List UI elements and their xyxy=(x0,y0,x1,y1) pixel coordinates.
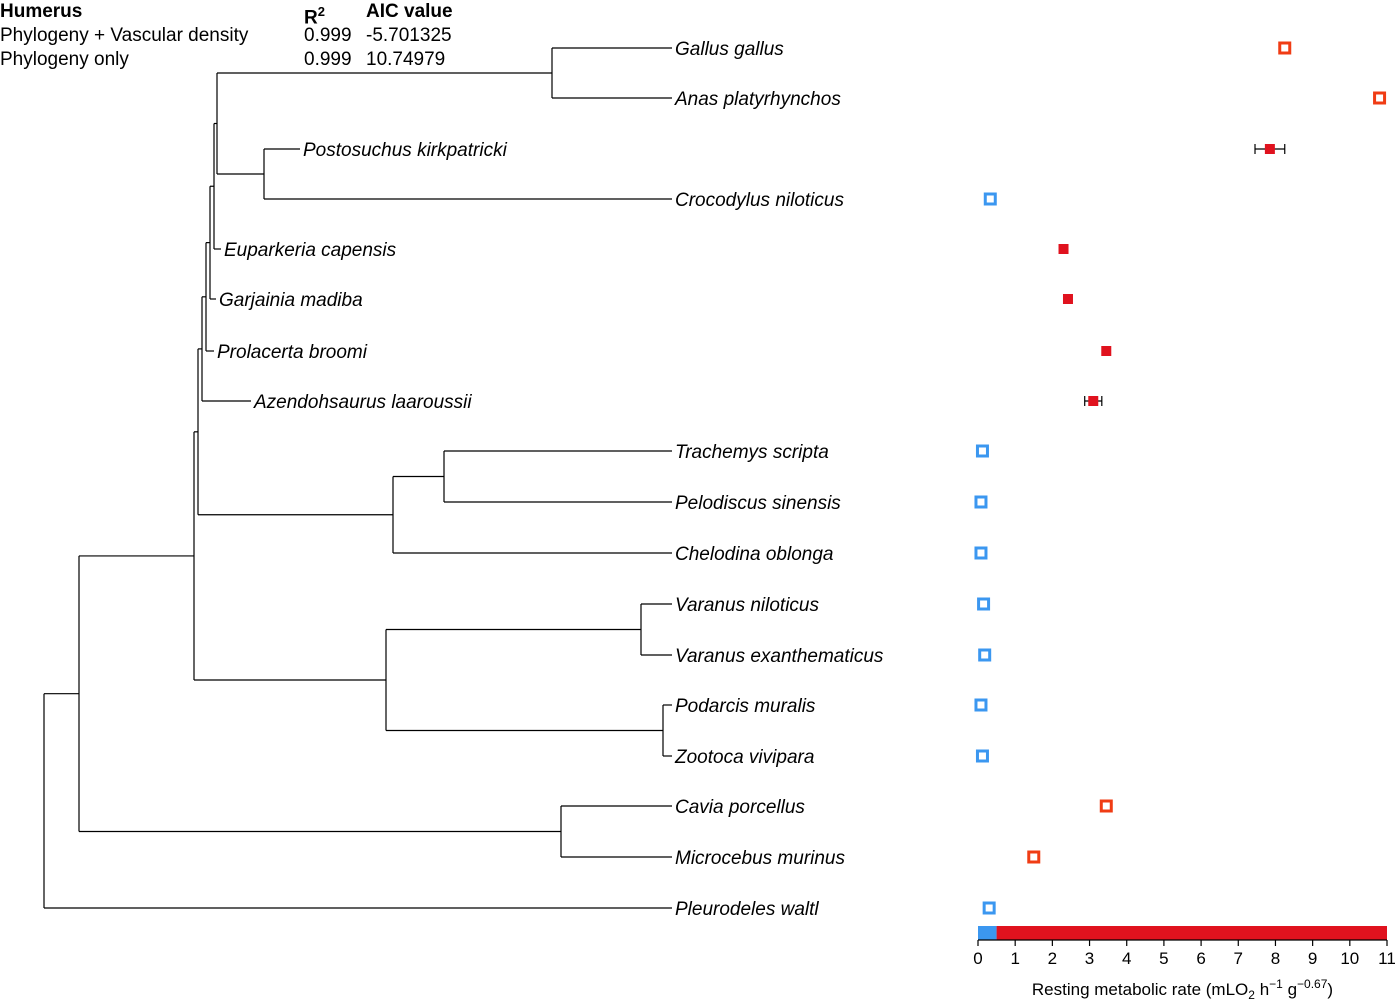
taxon-label: Trachemys scripta xyxy=(675,442,829,463)
taxon-label: Postosuchus kirkpatricki xyxy=(303,140,508,161)
x-tick-label: 11 xyxy=(1378,949,1396,968)
x-tick-label: 8 xyxy=(1271,949,1280,968)
data-point xyxy=(975,444,989,458)
stats-header-r2: R2 xyxy=(304,0,325,30)
stats-header-model: Humerus xyxy=(0,1,83,22)
x-tick-label: 7 xyxy=(1234,949,1243,968)
x-tick-label: 4 xyxy=(1122,949,1131,968)
x-tick-label: 10 xyxy=(1340,949,1359,968)
colorbar-low xyxy=(978,926,997,940)
stats-row-aic: 10.74979 xyxy=(366,49,446,70)
x-tick-label: 9 xyxy=(1308,949,1317,968)
data-point xyxy=(974,546,988,560)
taxon-label: Azendohsaurus laaroussii xyxy=(253,392,472,413)
x-tick-label: 3 xyxy=(1085,949,1094,968)
stats-header-r2-sup: 2 xyxy=(317,4,325,19)
x-axis-label-sub: 2 xyxy=(1248,988,1255,1002)
x-tick-label: 6 xyxy=(1196,949,1205,968)
stats-row-model: Phylogeny only xyxy=(0,49,129,70)
stats-header-r2-base: R xyxy=(304,7,318,29)
taxon-label: Microcebus murinus xyxy=(675,848,845,869)
taxon-label: Varanus niloticus xyxy=(675,595,819,616)
data-point xyxy=(1058,244,1069,254)
data-point xyxy=(977,597,991,611)
data-point xyxy=(974,495,988,509)
taxon-label: Chelodina oblonga xyxy=(675,544,833,565)
data-point xyxy=(974,698,988,712)
taxon-label: Varanus exanthematicus xyxy=(675,646,884,667)
stats-row-aic: -5.701325 xyxy=(366,25,452,46)
colorbar-high xyxy=(996,926,1387,940)
taxon-label: Cavia porcellus xyxy=(675,797,805,818)
stats-row-r2: 0.999 xyxy=(304,25,352,46)
data-point xyxy=(1099,799,1113,813)
taxon-label: Euparkeria capensis xyxy=(224,240,397,261)
data-point xyxy=(1373,91,1387,105)
data-point xyxy=(978,648,992,662)
x-tick-label: 0 xyxy=(973,949,982,968)
taxon-label: Anas platyrhynchos xyxy=(674,89,841,110)
taxon-label: Podarcis muralis xyxy=(675,696,816,717)
x-axis-label: Resting metabolic rate (mLO2 h−1 g−0.67) xyxy=(1032,977,1333,1002)
x-axis-label-part: ) xyxy=(1327,980,1333,999)
stats-row-model: Phylogeny + Vascular density xyxy=(0,25,249,46)
data-point xyxy=(1088,396,1099,406)
taxon-label: Prolacerta broomi xyxy=(217,342,368,363)
data-point xyxy=(1027,850,1041,864)
stats-row-r2: 0.999 xyxy=(304,49,352,70)
taxon-label: Garjainia madiba xyxy=(219,290,363,311)
x-axis-label-part: Resting metabolic rate (mLO xyxy=(1032,980,1248,999)
taxon-label: Crocodylus niloticus xyxy=(675,190,844,211)
x-tick-label: 5 xyxy=(1159,949,1168,968)
stats-header-aic: AIC value xyxy=(366,1,453,22)
data-point xyxy=(1264,144,1275,154)
taxon-label: Pelodiscus sinensis xyxy=(675,493,841,514)
data-point xyxy=(1062,294,1073,304)
taxon-label: Pleurodeles waltl xyxy=(675,899,819,920)
data-point xyxy=(982,901,996,915)
taxon-label: Gallus gallus xyxy=(675,39,784,60)
x-axis-label-sup: −0.67 xyxy=(1297,977,1328,991)
taxon-label: Zootoca vivipara xyxy=(674,747,814,768)
data-point xyxy=(983,192,997,206)
data-point xyxy=(975,749,989,763)
data-point xyxy=(1101,346,1112,356)
x-tick-label: 1 xyxy=(1010,949,1019,968)
x-axis-label-sup: −1 xyxy=(1269,977,1283,991)
x-tick-label: 2 xyxy=(1048,949,1057,968)
x-axis-label-part: h xyxy=(1255,980,1269,999)
data-point xyxy=(1278,41,1292,55)
x-axis-label-part: g xyxy=(1283,980,1297,999)
